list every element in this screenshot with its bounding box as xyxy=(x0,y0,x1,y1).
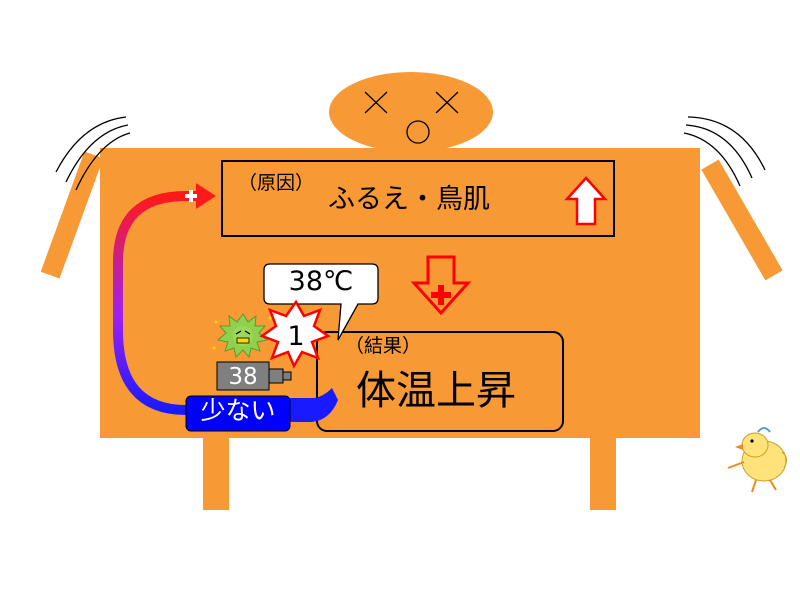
result-text-label: 体温上昇 xyxy=(356,368,516,414)
few-label-text: 少ない xyxy=(200,396,276,425)
cause-box xyxy=(221,160,615,237)
feedback-curve-arrow xyxy=(113,191,300,415)
person-figure xyxy=(40,72,783,510)
cause-tag-label: （原因） xyxy=(238,172,315,194)
left-leg xyxy=(203,435,229,510)
left-arm xyxy=(40,151,104,279)
shiver-lines-right xyxy=(683,116,766,187)
burst-star-icon xyxy=(259,299,331,369)
curve-arrow-head-bottom xyxy=(290,388,338,422)
chick-illustration xyxy=(727,427,788,493)
right-eye-x xyxy=(435,91,459,114)
mouth-circle xyxy=(406,120,430,144)
head xyxy=(329,72,493,152)
burst-number: 1 xyxy=(287,321,305,352)
virus-icon xyxy=(212,313,272,359)
few-label-box xyxy=(185,395,291,432)
dizzy-face xyxy=(364,91,459,144)
right-leg xyxy=(590,435,616,510)
right-arm xyxy=(701,159,783,281)
thermometer-icon xyxy=(216,361,292,391)
down-arrow-plus-v xyxy=(438,285,444,305)
speech-bubble xyxy=(263,263,379,341)
speech-bubble-temperature: 38℃ xyxy=(288,266,354,297)
shiver-lines-left xyxy=(55,116,131,191)
result-tag-label: （結果） xyxy=(345,335,422,357)
curve-plus-v xyxy=(189,190,193,202)
curve-arrow-head-top xyxy=(196,183,216,209)
thermometer-reading: 38 xyxy=(228,364,258,390)
up-arrow-icon xyxy=(564,176,608,226)
left-eye-x xyxy=(364,91,388,114)
result-box xyxy=(316,331,564,432)
cause-text-label: ふるえ・鳥肌 xyxy=(328,184,490,215)
